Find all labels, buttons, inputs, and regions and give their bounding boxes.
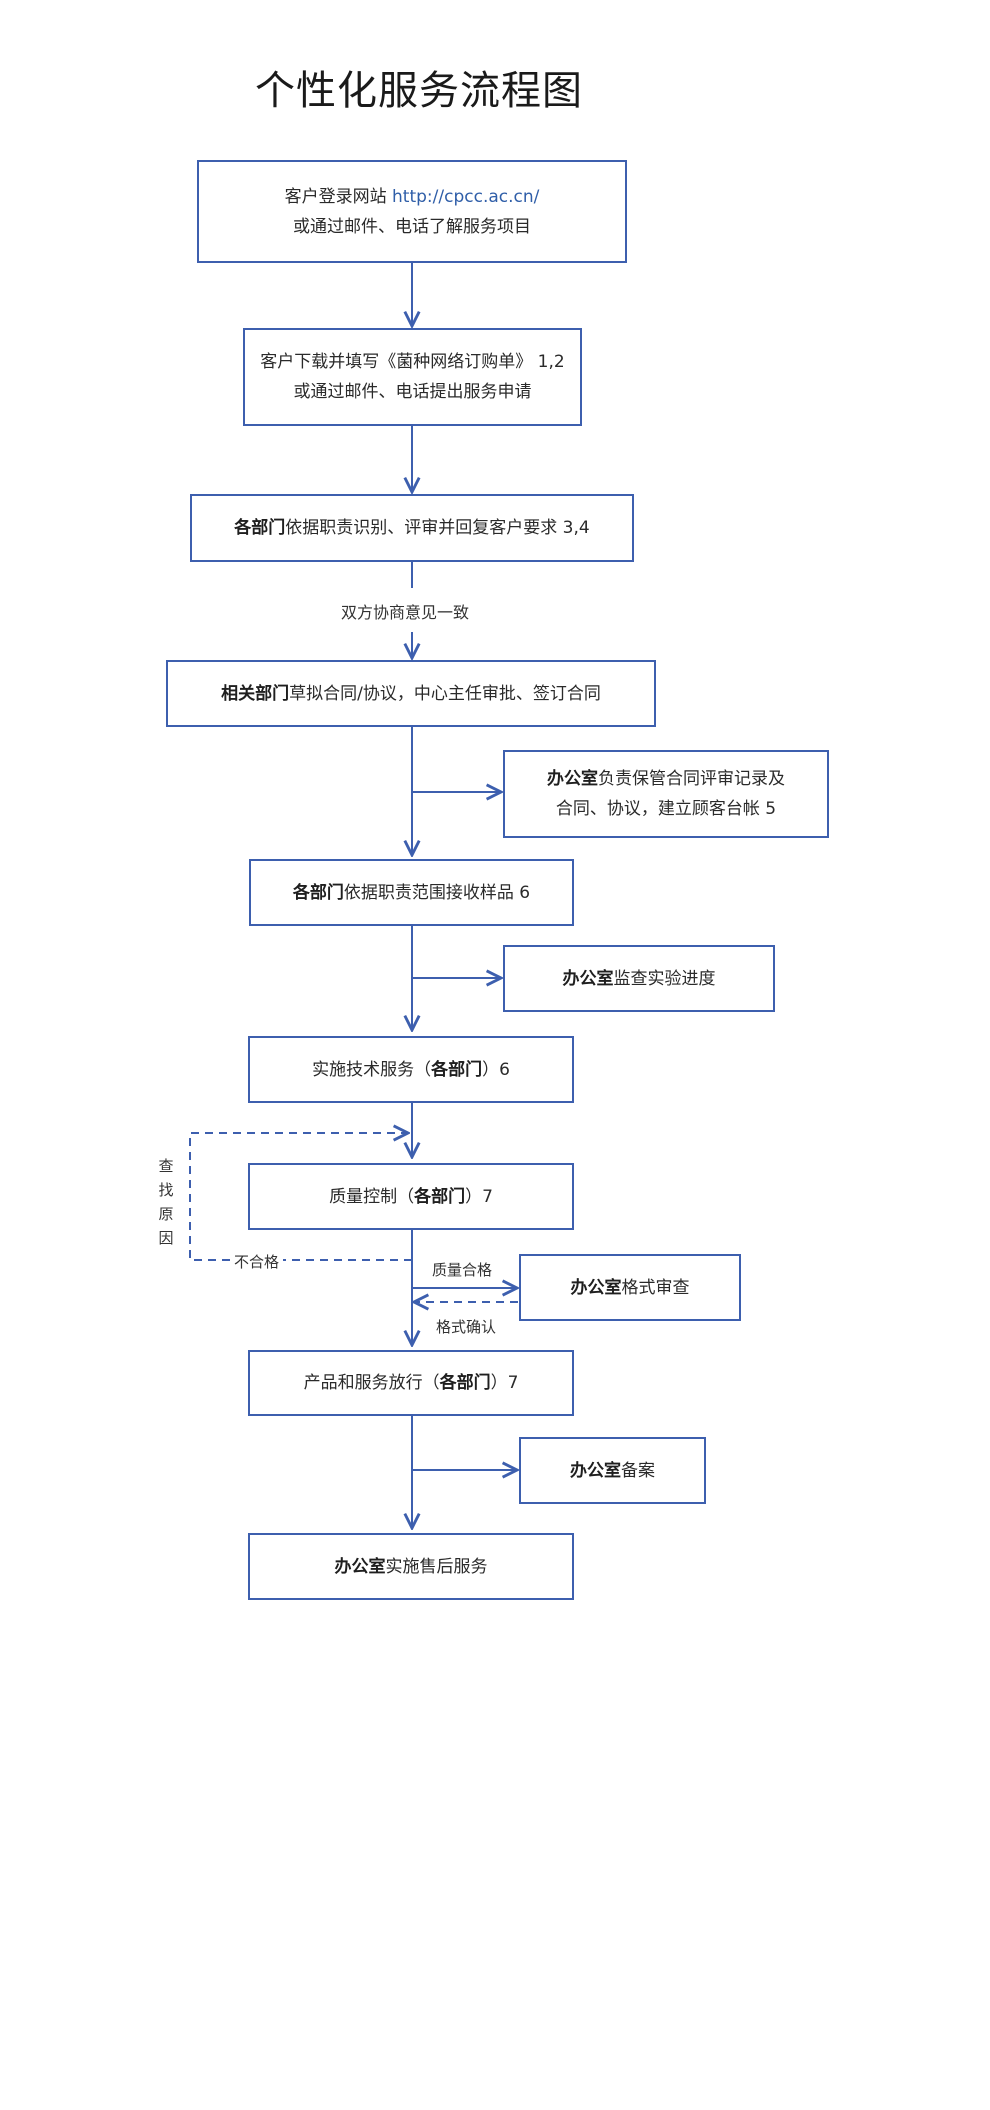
dept-bold: 各部门	[234, 518, 286, 538]
step-download-order-form: 客户下载并填写《菌种网络订购单》 1,2 或通过邮件、电话提出服务申请	[243, 328, 582, 426]
step-technical-service: 实施技术服务（各部门）6	[248, 1036, 574, 1103]
step6-end: ）6	[482, 1059, 510, 1080]
step7-end: ）7	[465, 1186, 493, 1207]
step-receive-samples: 各部门依据职责范围接收样品 6	[249, 859, 574, 926]
step-login-website: 客户登录网站 http://cpcc.ac.cn/ 或通过邮件、电话了解服务项目	[197, 160, 627, 263]
office-bold: 办公室	[562, 968, 614, 989]
format-confirm-label: 格式确认	[436, 1318, 497, 1336]
side-office-format-review: 办公室格式审查	[519, 1254, 741, 1321]
dept-bold: 各部门	[292, 882, 344, 903]
fail-label: 不合格	[230, 1251, 284, 1272]
side-office-monitor-progress: 办公室监查实验进度	[503, 945, 775, 1012]
step-review-text: 依据职责识别、评审并回复客户要求 3,4	[285, 518, 590, 538]
website-link[interactable]: http://cpcc.ac.cn/	[392, 186, 540, 207]
step-release: 产品和服务放行（各部门）7	[248, 1350, 574, 1416]
page-title: 个性化服务流程图	[255, 68, 583, 114]
find-cause-char: 原	[158, 1205, 174, 1223]
side-office-filing: 办公室备案	[519, 1437, 706, 1504]
find-cause-label: 查 找 原 因	[156, 1154, 176, 1250]
side4-text: 备案	[621, 1460, 655, 1481]
step-login-line2: 或通过邮件、电话了解服务项目	[293, 216, 531, 237]
find-cause-char: 因	[158, 1229, 174, 1247]
step-download-line1: 客户下载并填写《菌种网络订购单》 1,2	[260, 352, 565, 372]
step8-end: ）7	[490, 1373, 519, 1393]
side1-line2: 合同、协议，建立顾客台帐 5	[555, 799, 777, 819]
step-draft-text: 草拟合同/协议，中心主任审批、签订合同	[289, 683, 601, 704]
step8-text: 产品和服务放行（	[303, 1373, 440, 1393]
find-cause-char: 查	[158, 1157, 174, 1175]
office-bold: 办公室	[570, 1277, 622, 1298]
office-bold: 办公室	[570, 1460, 621, 1481]
step-login-text: 客户登录网站	[284, 186, 393, 207]
related-dept-bold: 相关部门	[221, 683, 290, 704]
step-review-requirements: 各部门依据职责识别、评审并回复客户要求 3,4	[190, 494, 634, 562]
office-bold: 办公室	[547, 769, 598, 789]
pass-label: 质量合格	[432, 1261, 493, 1279]
side-office-contract-records: 办公室负责保管合同评审记录及 合同、协议，建立顾客台帐 5	[503, 750, 829, 838]
loop-fail-path	[189, 1133, 412, 1261]
side3-text: 格式审查	[621, 1277, 690, 1298]
step7-text: 质量控制（	[329, 1186, 415, 1207]
step-quality-control: 质量控制（各部门）7	[248, 1163, 574, 1230]
dept-bold: 各部门	[431, 1059, 483, 1080]
step9-text: 实施售后服务	[385, 1556, 488, 1577]
step-download-line2: 或通过邮件、电话提出服务申请	[293, 382, 532, 402]
negotiate-label: 双方协商意见一致	[341, 603, 470, 622]
side2-text: 监查实验进度	[613, 968, 716, 989]
dept-bold: 各部门	[439, 1373, 491, 1393]
dept-bold: 各部门	[414, 1186, 466, 1207]
step-after-sales: 办公室实施售后服务	[248, 1533, 574, 1600]
side1-line1: 负责保管合同评审记录及	[598, 769, 785, 789]
office-bold: 办公室	[334, 1556, 386, 1577]
find-cause-char: 找	[158, 1181, 174, 1199]
step6-text: 实施技术服务（	[312, 1059, 432, 1080]
step-draft-contract: 相关部门草拟合同/协议，中心主任审批、签订合同	[166, 660, 656, 727]
step-receive-text: 依据职责范围接收样品 6	[343, 882, 531, 903]
